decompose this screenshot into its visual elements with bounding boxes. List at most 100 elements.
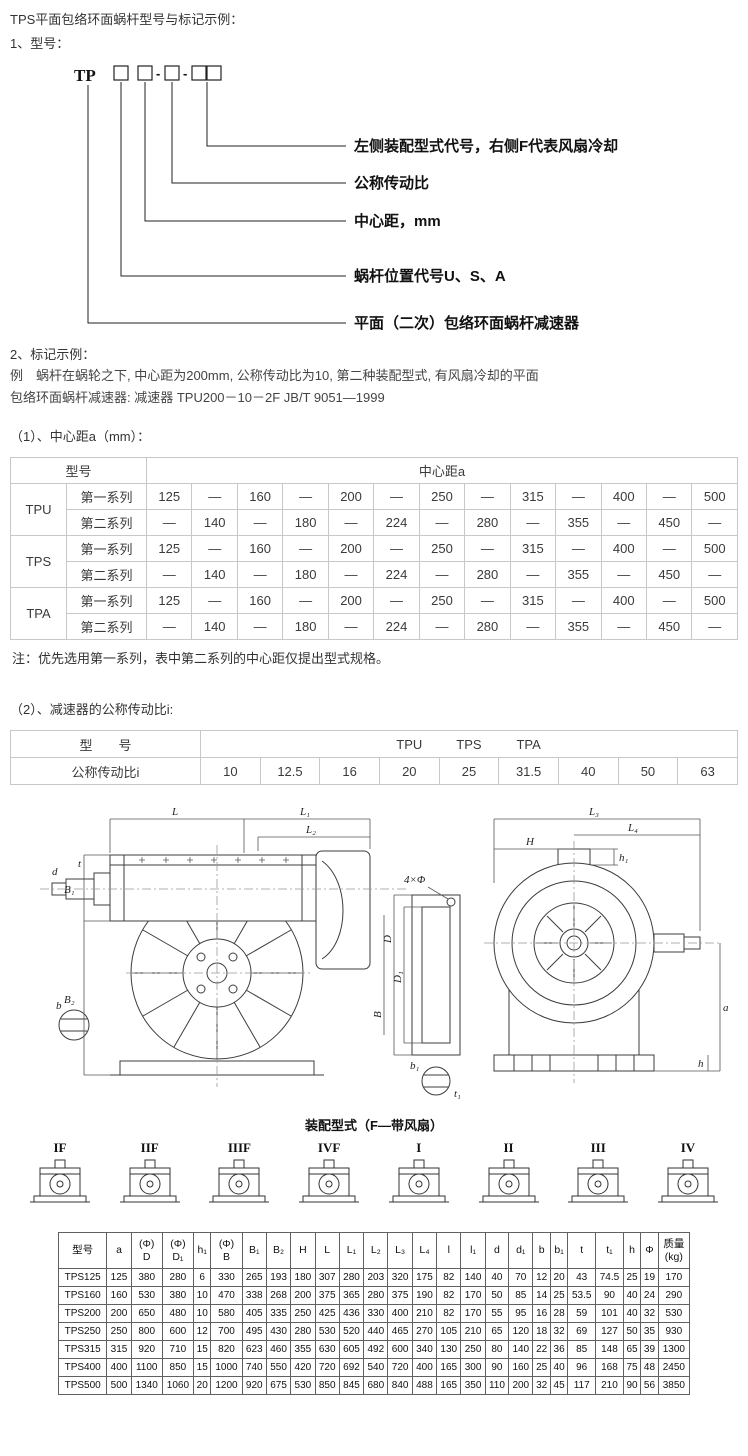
dim-label-B1: B₁ bbox=[64, 884, 75, 896]
spec-value-cell: 692 bbox=[338, 1358, 365, 1377]
spec-value-cell: 50 bbox=[622, 1322, 642, 1341]
spec-value-cell: 130 bbox=[436, 1340, 462, 1359]
spec-value-cell: 39 bbox=[640, 1340, 659, 1359]
spec-value-cell: 165 bbox=[436, 1376, 462, 1395]
assembly-type-label: II bbox=[503, 1140, 514, 1155]
ratio-value-cell: 16 bbox=[319, 757, 380, 785]
spec-value-cell: 12 bbox=[532, 1268, 551, 1287]
spec-header-cell: l₁ bbox=[460, 1232, 486, 1269]
spec-value-cell: 160 bbox=[508, 1358, 534, 1377]
dim-label-B: B bbox=[372, 1011, 384, 1018]
spec-value-cell: 492 bbox=[363, 1340, 389, 1359]
reducer-icon bbox=[30, 1159, 90, 1203]
bolt-hole bbox=[446, 897, 456, 907]
page-title: TPS平面包络环面蜗杆型号与标记示例： bbox=[10, 12, 244, 27]
dim-label-B2: B₂ bbox=[64, 994, 75, 1006]
ratio-value-cell: 40 bbox=[557, 757, 619, 785]
spec-value-cell: 210 bbox=[411, 1304, 438, 1323]
center-distance-value-cell: — bbox=[282, 535, 329, 562]
spec-value-cell: 623 bbox=[241, 1340, 267, 1359]
spec-value-cell: 10 bbox=[192, 1286, 212, 1305]
center-distance-value-cell: 125 bbox=[146, 587, 193, 614]
spec-value-cell: 600 bbox=[387, 1340, 413, 1359]
spec-value-cell: 920 bbox=[130, 1340, 163, 1359]
center-distance-value-cell: 355 bbox=[555, 613, 602, 640]
center-distance-value-cell: 250 bbox=[418, 587, 466, 614]
spec-value-cell: 50 bbox=[484, 1286, 510, 1305]
center-distance-value-cell: — bbox=[509, 561, 557, 588]
section1-label: 1、型号： bbox=[10, 36, 70, 51]
spec-value-cell: 710 bbox=[161, 1340, 194, 1359]
center-distance-value-cell: — bbox=[600, 561, 648, 588]
dim-label-b1: b₁ bbox=[410, 1060, 420, 1072]
assembly-type-label: IVF bbox=[317, 1140, 341, 1155]
center-distance-value-cell: 180 bbox=[282, 561, 329, 588]
spec-value-cell: 125 bbox=[106, 1268, 132, 1287]
example-line-1: 例 蜗杆在蜗轮之下, 中心距为200mm, 公称传动比为10, 第二种装配型式,… bbox=[10, 368, 539, 383]
center-distance-value-cell: — bbox=[691, 613, 738, 640]
ratio-model-cell bbox=[618, 730, 678, 758]
series-cell: 第二系列 bbox=[65, 613, 148, 640]
spec-value-cell: 400 bbox=[387, 1304, 413, 1323]
spec-value-cell: 32 bbox=[549, 1322, 569, 1341]
spec-header-cell: (Φ) D bbox=[130, 1232, 163, 1269]
spec-header-cell: d₁ bbox=[508, 1232, 534, 1269]
spec-value-cell: 110 bbox=[484, 1376, 510, 1395]
spec-value-cell: 1200 bbox=[210, 1376, 243, 1395]
spec-value-cell: 28 bbox=[549, 1304, 569, 1323]
center-distance-value-cell: — bbox=[645, 535, 693, 562]
spec-value-cell: 203 bbox=[363, 1268, 389, 1287]
center-distance-value-cell: 500 bbox=[691, 483, 738, 510]
ratio-model-cell bbox=[677, 730, 738, 758]
dim-label-t1: t₁ bbox=[454, 1088, 461, 1100]
spec-value-cell: 436 bbox=[338, 1304, 365, 1323]
assembly-type-item: IVF bbox=[288, 1140, 370, 1210]
spec-header-cell: t bbox=[567, 1232, 597, 1269]
center-distance-value-cell: — bbox=[691, 561, 738, 588]
center-distance-value-cell: 400 bbox=[600, 483, 648, 510]
series-cell: 第一系列 bbox=[65, 587, 148, 614]
spec-value-cell: 85 bbox=[567, 1340, 597, 1359]
center-distance-value-cell: — bbox=[645, 483, 693, 510]
assembly-type-label: IV bbox=[680, 1140, 696, 1155]
spec-value-cell: 55 bbox=[484, 1304, 510, 1323]
code-box-fan bbox=[206, 65, 222, 81]
spec-value-cell: 1100 bbox=[130, 1358, 163, 1377]
spec-value-cell: 375 bbox=[314, 1286, 340, 1305]
spec-value-cell: 210 bbox=[595, 1376, 624, 1395]
center-distance-value-cell: — bbox=[327, 613, 375, 640]
table2-title: （2）、减速器的公称传动比i: bbox=[10, 702, 174, 717]
spec-value-cell: 85 bbox=[508, 1286, 534, 1305]
dim-label-L3: L₃ bbox=[588, 806, 599, 818]
spec-header-cell: (Φ) D₁ bbox=[161, 1232, 194, 1269]
center-distance-value-cell: — bbox=[191, 483, 238, 510]
center-distance-value-cell: 160 bbox=[236, 483, 284, 510]
center-distance-value-cell: 140 bbox=[191, 561, 238, 588]
center-distance-value-cell: — bbox=[236, 509, 284, 536]
dim-label-d: d bbox=[52, 866, 58, 878]
spec-value-cell: 350 bbox=[460, 1376, 486, 1395]
spec-value-cell: 460 bbox=[265, 1340, 292, 1359]
spec-header-cell: H bbox=[290, 1232, 316, 1269]
spec-model-cell: TPS500 bbox=[57, 1376, 108, 1395]
spec-value-cell: 82 bbox=[436, 1286, 462, 1305]
center-distance-value-cell: 180 bbox=[282, 509, 329, 536]
center-distance-value-cell: 250 bbox=[418, 535, 466, 562]
reducer-icon bbox=[568, 1159, 629, 1203]
callout-assembly-type: 左侧装配型式代号，右侧F代表风扇冷却 bbox=[353, 137, 618, 155]
spec-value-cell: 148 bbox=[595, 1340, 624, 1359]
spec-value-cell: 3850 bbox=[657, 1376, 691, 1395]
dim-label-h: h bbox=[698, 1058, 704, 1070]
spec-value-cell: 280 bbox=[161, 1268, 194, 1287]
ratio-value-cell: 50 bbox=[617, 757, 679, 785]
reducer-icon bbox=[388, 1159, 449, 1203]
spec-value-cell: 850 bbox=[314, 1376, 340, 1395]
reducer-icon bbox=[209, 1159, 270, 1203]
spec-value-cell: 25 bbox=[622, 1268, 642, 1287]
